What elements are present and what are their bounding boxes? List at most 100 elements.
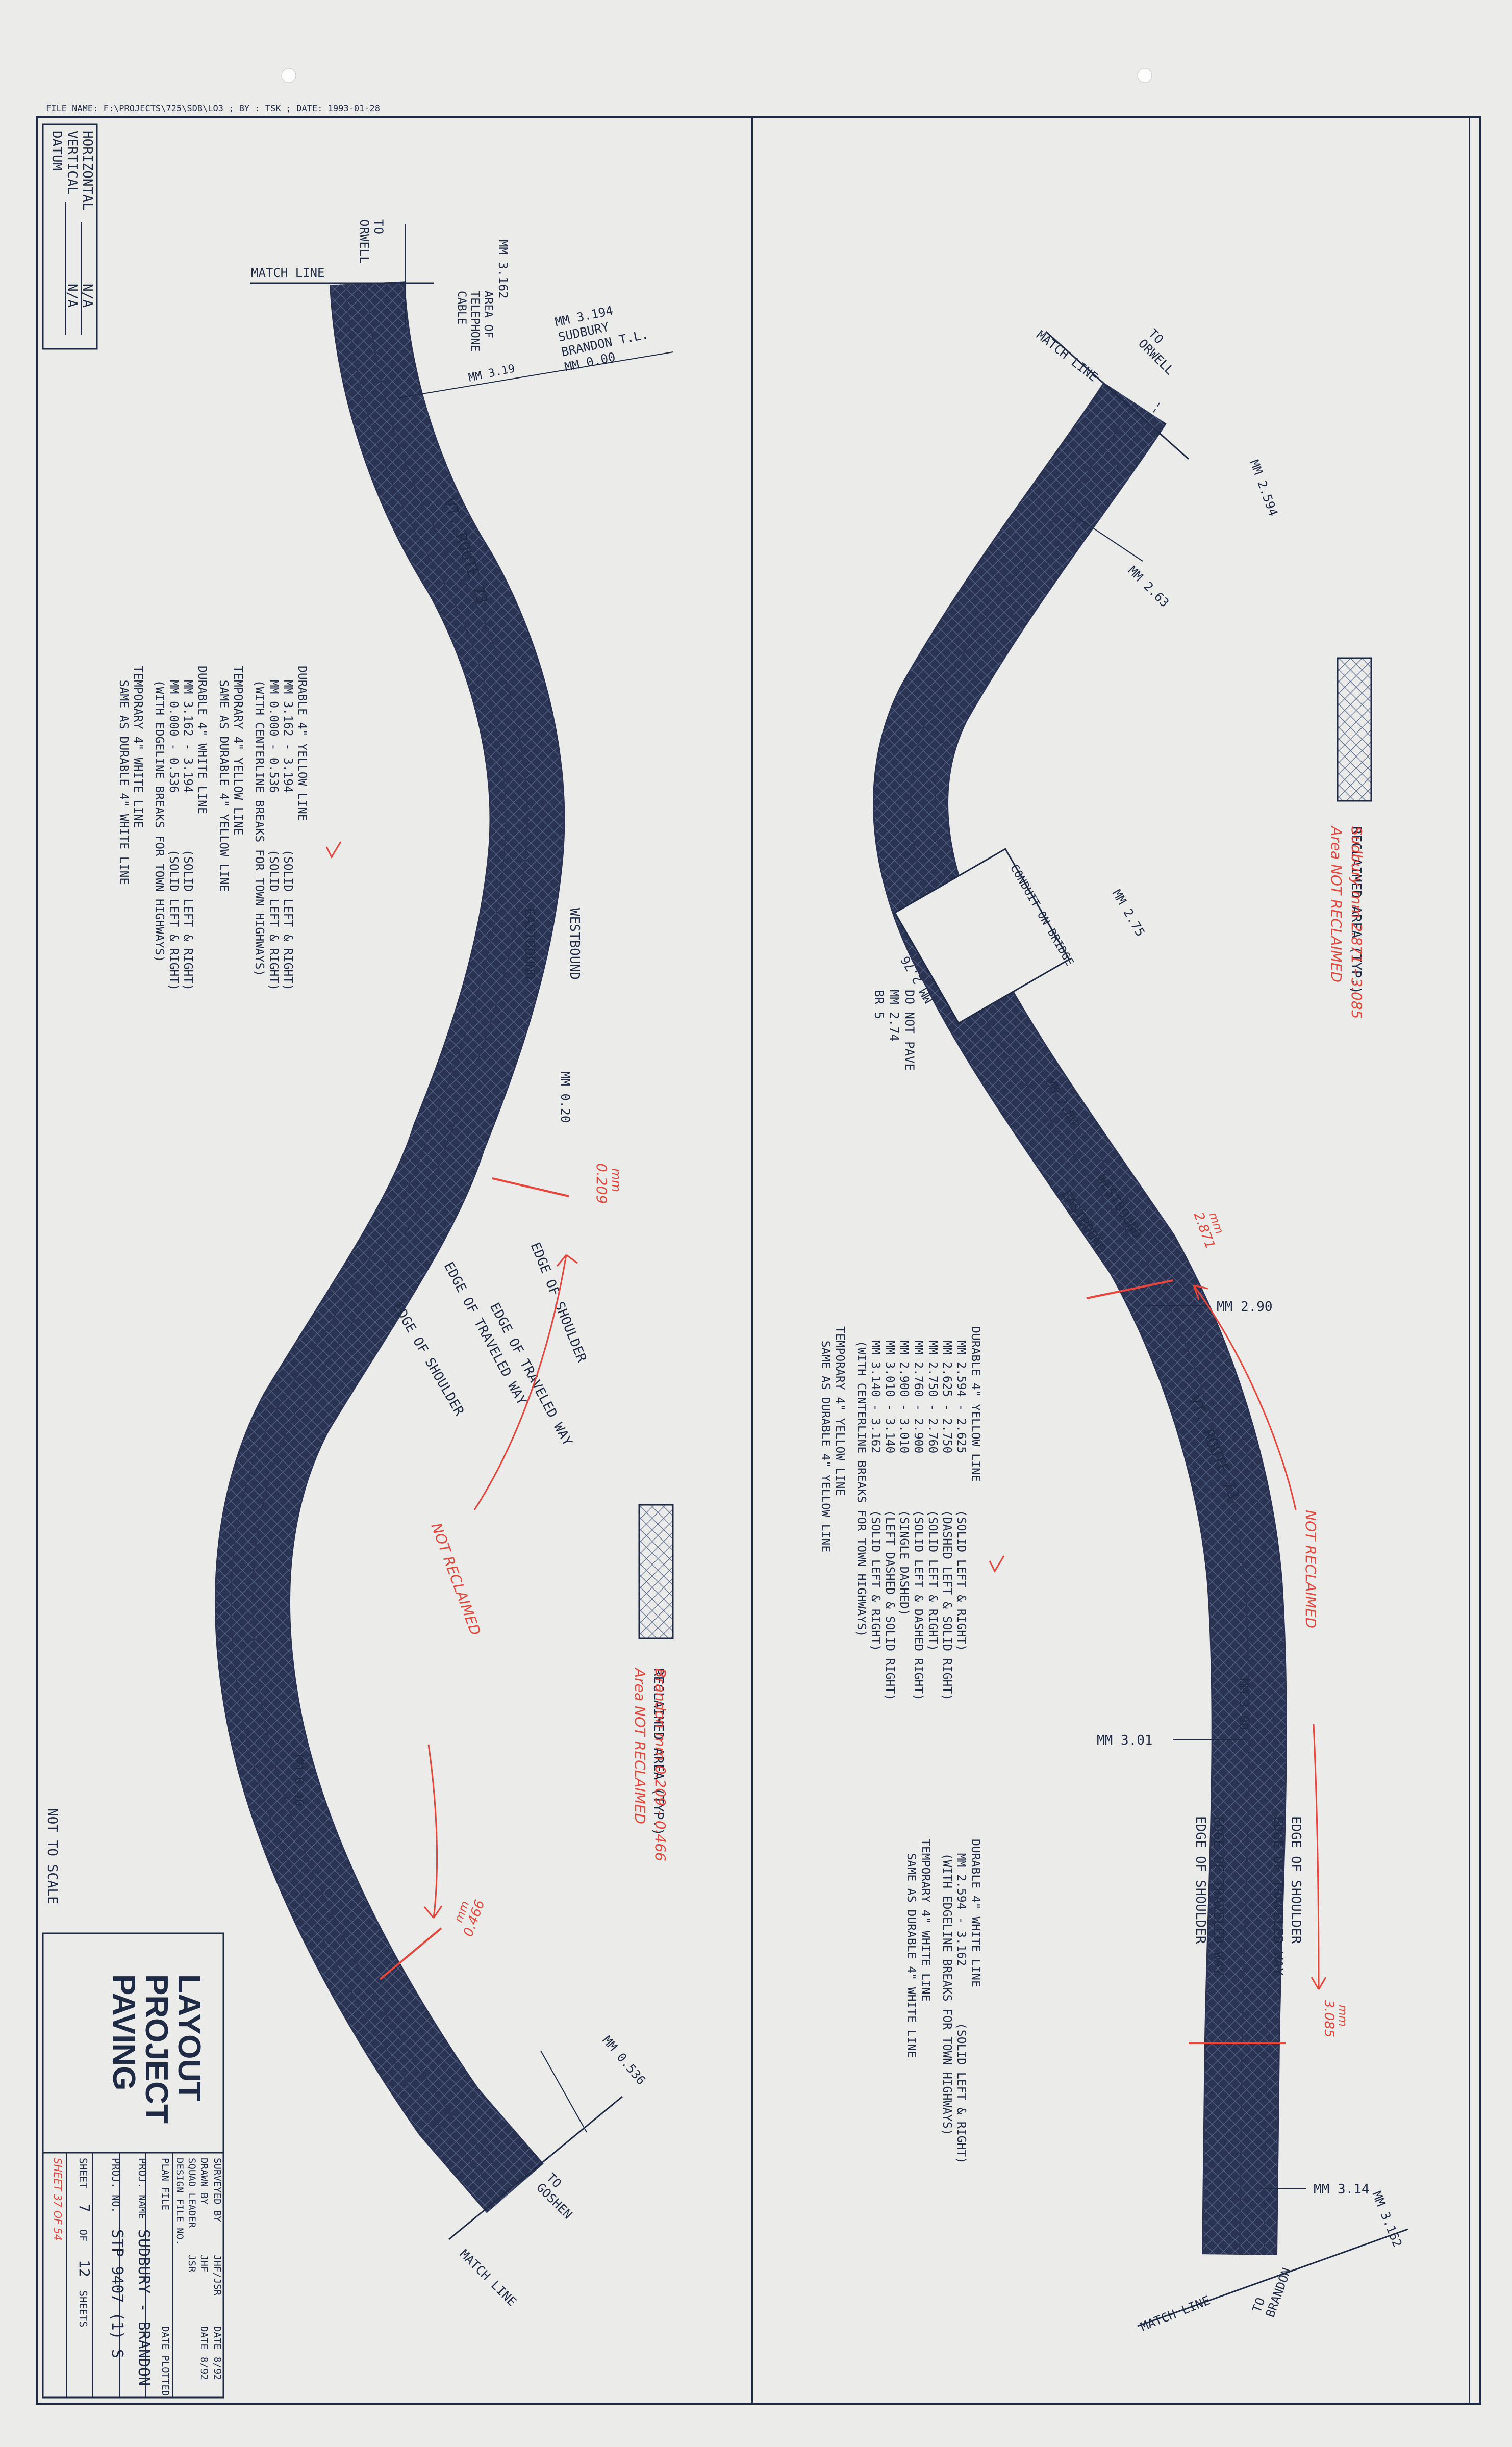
match-line-label: MATCH LINE (251, 266, 325, 280)
svg-text:PROJ. NO.: PROJ. NO. (110, 2158, 122, 2213)
svg-text:DURABLE 4" WHITE LINE: DURABLE 4" WHITE LINE (969, 1839, 982, 1987)
edge-of-shoulder-label: EDGE OF SHOULDER (1288, 1816, 1303, 1944)
mm-040-label: MM 0.40 (292, 1755, 306, 1806)
eastbound-label: EASTBOUND (522, 908, 537, 980)
not-reclaimed-handwritten: NOT RECLAIMED (1302, 1510, 1319, 1628)
svg-text:OF: OF (77, 2229, 89, 2241)
svg-text:MM 2.760 - 2.900 (SOLID: MM 2.760 - 2.900 (SOLID LEFT & DASHED RI… (912, 1326, 925, 1701)
svg-text:MM 3.162 - 3.194 (SOLID: MM 3.162 - 3.194 (SOLID LEFT & RIGHT) (281, 666, 294, 991)
svg-text:TEMPORARY 4" WHITE LINE: TEMPORARY 4" WHITE LINE (919, 1839, 932, 2002)
svg-text:Area NOT RECLAIMED: Area NOT RECLAIMED (632, 1667, 648, 1824)
sheet-border (36, 116, 1481, 2405)
svg-text:TEMPORARY 4" YELLOW LINE: TEMPORARY 4" YELLOW LINE (231, 666, 244, 835)
svg-text:TELEPHONE: TELEPHONE (468, 291, 481, 351)
svg-text:SAME AS DURABLE 4" WHITE LINE: SAME AS DURABLE 4" WHITE LINE (117, 666, 130, 885)
svg-text:MM 2.594 - 2.625 (SOLID: MM 2.594 - 2.625 (SOLID LEFT & RIGHT) (954, 1326, 968, 1651)
svg-text:DRAWN BY: DRAWN BY (198, 2158, 210, 2205)
mm-301-label: MM 3.01 (1097, 1733, 1153, 1748)
sheet-number: 7 (76, 2204, 93, 2212)
left-road (215, 281, 565, 2213)
svg-text:SQUAD LEADER: SQUAD LEADER (186, 2158, 197, 2228)
not-to-scale-label: NOT TO SCALE (44, 1808, 60, 1904)
svg-text:MM 2.625 - 2.750 (DASHE: MM 2.625 - 2.750 (DASHED LEFT & SOLID RI… (940, 1326, 953, 1701)
svg-text:(WITH CENTERLINE BREAKS FOR TO: (WITH CENTERLINE BREAKS FOR TOWN HIGHWAY… (854, 1326, 868, 1637)
svg-text:(WITH CENTERLINE BREAKS FOR TO: (WITH CENTERLINE BREAKS FOR TOWN HIGHWAY… (253, 666, 266, 976)
mm-end-handwritten: mm (1336, 2005, 1349, 2027)
mm-020-label: MM 0.20 (558, 1071, 572, 1123)
datum-horizontal-value: N/A (80, 284, 95, 308)
reclaimed-legend-label: RECLAIMED AREA (TYP.) (1348, 826, 1364, 994)
reclaimed-legend-label: RECLAIMED AREA (TYP.) (650, 1668, 666, 1836)
reclaim-start-tick (492, 1177, 569, 1197)
svg-text:DO NOT PAVE: DO NOT PAVE (902, 990, 917, 1071)
left-legend-handwritten: Area NOT RECLAIMED Brandon mm 0.209 - 0.… (632, 1667, 669, 1861)
right-white-notes: DURABLE 4" WHITE LINE MM 2.594 - 3.162 (… (904, 1839, 982, 2164)
svg-text:MM 3.140 - 3.162 (SOLID: MM 3.140 - 3.162 (SOLID LEFT & RIGHT) (869, 1326, 882, 1651)
punch-hole (1137, 68, 1152, 83)
svg-text:MM 2.750 - 2.760 (SOLID: MM 2.750 - 2.760 (SOLID LEFT & RIGHT) (926, 1326, 939, 1651)
datum-box: DATUM VERTICAL N/A HORIZONTAL N/A (42, 123, 98, 350)
bridge-outline (894, 848, 1070, 1024)
right-legend-handwritten: Area NOT RECLAIMED Sudbury mm 2.871 - 3.… (1328, 825, 1365, 1019)
reclaim-start-tick (1086, 1279, 1174, 1299)
svg-text:TEMPORARY 4" WHITE LINE: TEMPORARY 4" WHITE LINE (131, 666, 144, 828)
edge-of-traveled-way-label: EDGE OF TRAVELED WAY (1270, 1816, 1286, 1976)
svg-text:(WITH EDGELINE BREAKS FOR TOWN: (WITH EDGELINE BREAKS FOR TOWN HIGHWAYS) (940, 1839, 953, 2136)
reclaimed-legend-swatch (638, 1504, 674, 1639)
punch-hole (281, 68, 296, 83)
svg-text:PLAN FILE: PLAN FILE (160, 2158, 171, 2210)
svg-text:Sudbury mm 2.871 - 3.085: Sudbury mm 2.871 - 3.085 (1348, 826, 1365, 1019)
svg-text:Brandon mm 0.209 - 0.466: Brandon mm 0.209 - 0.466 (652, 1668, 669, 1861)
mm-start-handwritten: mm (609, 1168, 623, 1192)
mm-300-label: MM 3.00 (1237, 1678, 1251, 1730)
svg-text:Area NOT RECLAIMED: Area NOT RECLAIMED (1328, 825, 1345, 982)
svg-text:DATE: DATE (212, 2326, 223, 2350)
svg-text:DURABLE 4" YELLOW LINE: DURABLE 4" YELLOW LINE (295, 666, 309, 821)
edge-of-traveled-way-label: EDGE OF TRAVELED WAY (1211, 1816, 1226, 1976)
svg-text:CABLE: CABLE (455, 291, 468, 324)
svg-text:DESIGN FILE NO.: DESIGN FILE NO. (174, 2158, 185, 2246)
datum-title: DATUM (49, 131, 64, 170)
svg-text:BR 5: BR 5 (872, 990, 886, 1019)
sheet-stamp-handwritten: SHEET 37 OF 54 (52, 2158, 64, 2240)
edge-of-shoulder-label: EDGE OF SHOULDER (1193, 1816, 1208, 1944)
sheet-title: PAVING (106, 1974, 141, 2091)
svg-text:MM 0.000 - 0.536 (SOLID: MM 0.000 - 0.536 (SOLID LEFT & RIGHT) (167, 666, 180, 991)
red-markup: mm 0.209 NOT RECLAIMED mm 0.466 Area NOT… (325, 825, 1365, 2044)
svg-text:TEMPORARY 4" YELLOW LINE: TEMPORARY 4" YELLOW LINE (833, 1326, 846, 1496)
svg-text:SURVEYED BY: SURVEYED BY (212, 2158, 223, 2222)
bridge-note: BR 5 MM 2.74 DO NOT PAVE (872, 990, 917, 1071)
svg-text:SAME AS DURABLE 4" WHITE LINE: SAME AS DURABLE 4" WHITE LINE (904, 1839, 918, 2058)
svg-text:SHEET: SHEET (77, 2158, 89, 2188)
date-value: 8/92 (212, 2357, 223, 2380)
svg-text:ORWELL: ORWELL (357, 219, 371, 264)
project-number: STP 9407 (1) S (108, 2229, 126, 2358)
svg-text:MM 2.900 - 3.010 (SINGL: MM 2.900 - 3.010 (SINGLE DASHED) (897, 1326, 911, 1616)
reclaim-end-tick (379, 1927, 442, 1980)
svg-text:SAME AS DURABLE 4" YELLOW LINE: SAME AS DURABLE 4" YELLOW LINE (819, 1326, 832, 1552)
to-orwell-label: TO (371, 219, 386, 234)
drawn-by-value: JHF (198, 2255, 210, 2272)
mm-314-label: MM 3.14 (1314, 2182, 1370, 2197)
surveyed-by-value: JHF/JSR (212, 2255, 223, 2296)
mm-3162-label: MM 3.162 (496, 240, 510, 299)
title-block: PAVING PROJECT LAYOUT SURVEYED BY JHF/JS… (42, 1932, 224, 2399)
svg-text:0.209: 0.209 (593, 1163, 610, 1204)
datum-vertical-value: N/A (64, 284, 80, 308)
svg-text:MM 0.000 - 0.536 (SOLID: MM 0.000 - 0.536 (SOLID LEFT & RIGHT) (267, 666, 280, 991)
svg-text:DATE PLOTTED: DATE PLOTTED (160, 2326, 171, 2396)
right-yellow-notes: DURABLE 4" YELLOW LINE MM 2.594 - 2.625 … (819, 1326, 982, 1701)
svg-text:MM 3.162 - 3.194 (SOLID: MM 3.162 - 3.194 (SOLID LEFT & RIGHT) (181, 666, 194, 991)
file-name-line: FILE NAME: F:\PROJECTS\725\SDB\LO3 ; BY … (46, 104, 380, 114)
mm-290-label: MM 2.90 (1217, 1299, 1273, 1315)
left-marking-notes: DURABLE 4" YELLOW LINE MM 3.162 - 3.194 … (117, 666, 309, 991)
svg-text:DATE: DATE (198, 2326, 210, 2350)
reclaimed-legend-swatch (1337, 657, 1372, 802)
svg-text:MM 2.594 - 3.162 (SOLID: MM 2.594 - 3.162 (SOLID LEFT & RIGHT) (954, 1839, 968, 2164)
svg-text:MM 3.010 - 3.140 (LEFT: MM 3.010 - 3.140 (LEFT DASHED & SOLID RI… (883, 1326, 896, 1701)
project-name: SUDBURY - BRANDON (135, 2229, 153, 2386)
svg-text:SHEETS: SHEETS (77, 2290, 89, 2327)
squad-leader-value: JSR (186, 2255, 197, 2273)
svg-text:(WITH EDGELINE BREAKS FOR TOWN: (WITH EDGELINE BREAKS FOR TOWN HIGHWAYS) (153, 666, 166, 963)
